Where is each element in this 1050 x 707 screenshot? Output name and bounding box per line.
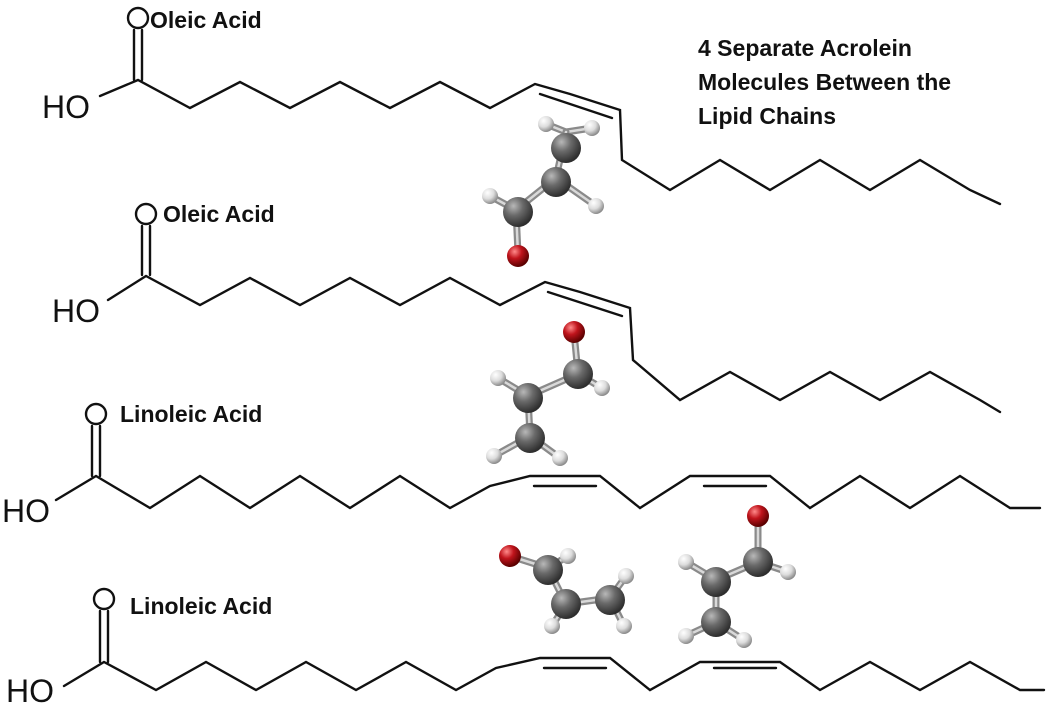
- cis-double-bond: [546, 290, 624, 318]
- hydroxyl-label: HO: [42, 89, 90, 125]
- hydrogen-atom: [588, 198, 604, 214]
- carbon-atom: [515, 423, 545, 453]
- oxygen-atom: [747, 505, 769, 527]
- carbon-atom: [563, 359, 593, 389]
- oxygen-atom: [499, 545, 521, 567]
- acrolein-model-2: [486, 321, 610, 466]
- title-line-2: Molecules Between the: [698, 69, 951, 95]
- acrolein-model-1: [482, 116, 604, 267]
- carbon-chain: [62, 656, 1046, 692]
- title-line-1: 4 Separate Acrolein: [698, 35, 912, 61]
- carbon-atom: [701, 607, 731, 637]
- hydroxyl-label: HO: [52, 293, 100, 329]
- hydrogen-atom: [780, 564, 796, 580]
- hydrogen-atom: [482, 188, 498, 204]
- carbon-atom: [503, 197, 533, 227]
- oxygen-atom: [507, 245, 529, 267]
- hydrogen-atom: [594, 380, 610, 396]
- oxygen-atom: [563, 321, 585, 343]
- molecule-name-label: Linoleic Acid: [120, 401, 262, 427]
- hydrogen-atom: [678, 554, 694, 570]
- hydrogen-atom: [560, 548, 576, 564]
- hydroxyl-label: HO: [2, 493, 50, 529]
- molecule-linoleic-acid-1: Linoleic Acid HO: [2, 401, 1042, 529]
- carbon-atom: [701, 567, 731, 597]
- hydrogen-atom: [678, 628, 694, 644]
- molecule-linoleic-acid-2: Linoleic Acid HO: [6, 587, 1046, 707]
- hydroxyl-label: HO: [6, 673, 54, 707]
- molecule-name-label: Linoleic Acid: [130, 593, 272, 619]
- hydrogen-atom: [486, 448, 502, 464]
- hydrogen-atom: [736, 632, 752, 648]
- carbonyl-oxygen-ring: [134, 202, 158, 226]
- carbon-atom: [595, 585, 625, 615]
- carbonyl-oxygen-ring: [126, 6, 150, 30]
- carbon-chain: [54, 474, 1042, 510]
- acrolein-model-3: [499, 545, 634, 634]
- cis-double-bond: [538, 92, 614, 120]
- carbonyl-oxygen-ring: [84, 402, 108, 426]
- hydrogen-atom: [544, 618, 560, 634]
- carbon-atom: [743, 547, 773, 577]
- hydrogen-atom: [584, 120, 600, 136]
- carbon-atom: [551, 589, 581, 619]
- molecule-name-label: Oleic Acid: [150, 7, 262, 33]
- molecule-oleic-acid-2: Oleic Acid HO: [52, 201, 1002, 414]
- carbon-chain: [98, 78, 1002, 206]
- hydrogen-atom: [552, 450, 568, 466]
- hydrogen-atom: [618, 568, 634, 584]
- title-line-3: Lipid Chains: [698, 103, 836, 129]
- molecule-name-label: Oleic Acid: [163, 201, 275, 227]
- carbonyl-oxygen-ring: [92, 587, 116, 611]
- carbon-atom: [551, 133, 581, 163]
- carbon-chain: [106, 274, 1002, 414]
- hydrogen-atom: [616, 618, 632, 634]
- hydrogen-atom: [538, 116, 554, 132]
- carbon-atom: [541, 167, 571, 197]
- carbon-atom: [533, 555, 563, 585]
- molecule-oleic-acid-1: Oleic Acid HO: [42, 6, 1002, 206]
- acrolein-model-4: [678, 505, 796, 648]
- carbon-atom: [513, 383, 543, 413]
- hydrogen-atom: [490, 370, 506, 386]
